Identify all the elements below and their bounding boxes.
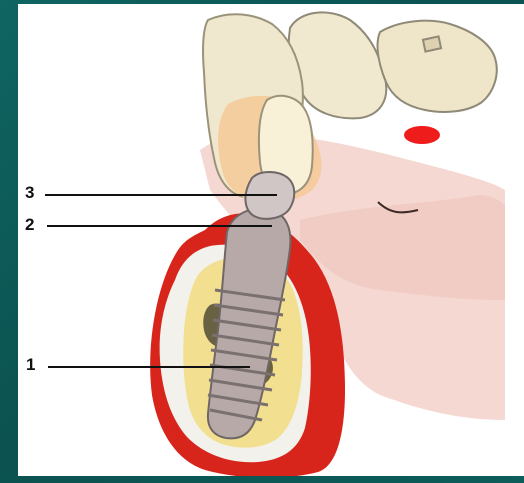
leader-line-2 [47,225,272,227]
leader-line-3 [45,194,277,196]
molar-notch [423,36,441,51]
implant-diagram [18,4,524,476]
red-spot [404,126,440,144]
molar-shape-2 [378,21,497,112]
diagram-panel: 3 2 1 [18,4,524,476]
leader-line-1 [48,366,250,368]
label-3: 3 [25,184,34,201]
label-2: 2 [25,216,34,233]
label-1: 1 [26,356,35,373]
